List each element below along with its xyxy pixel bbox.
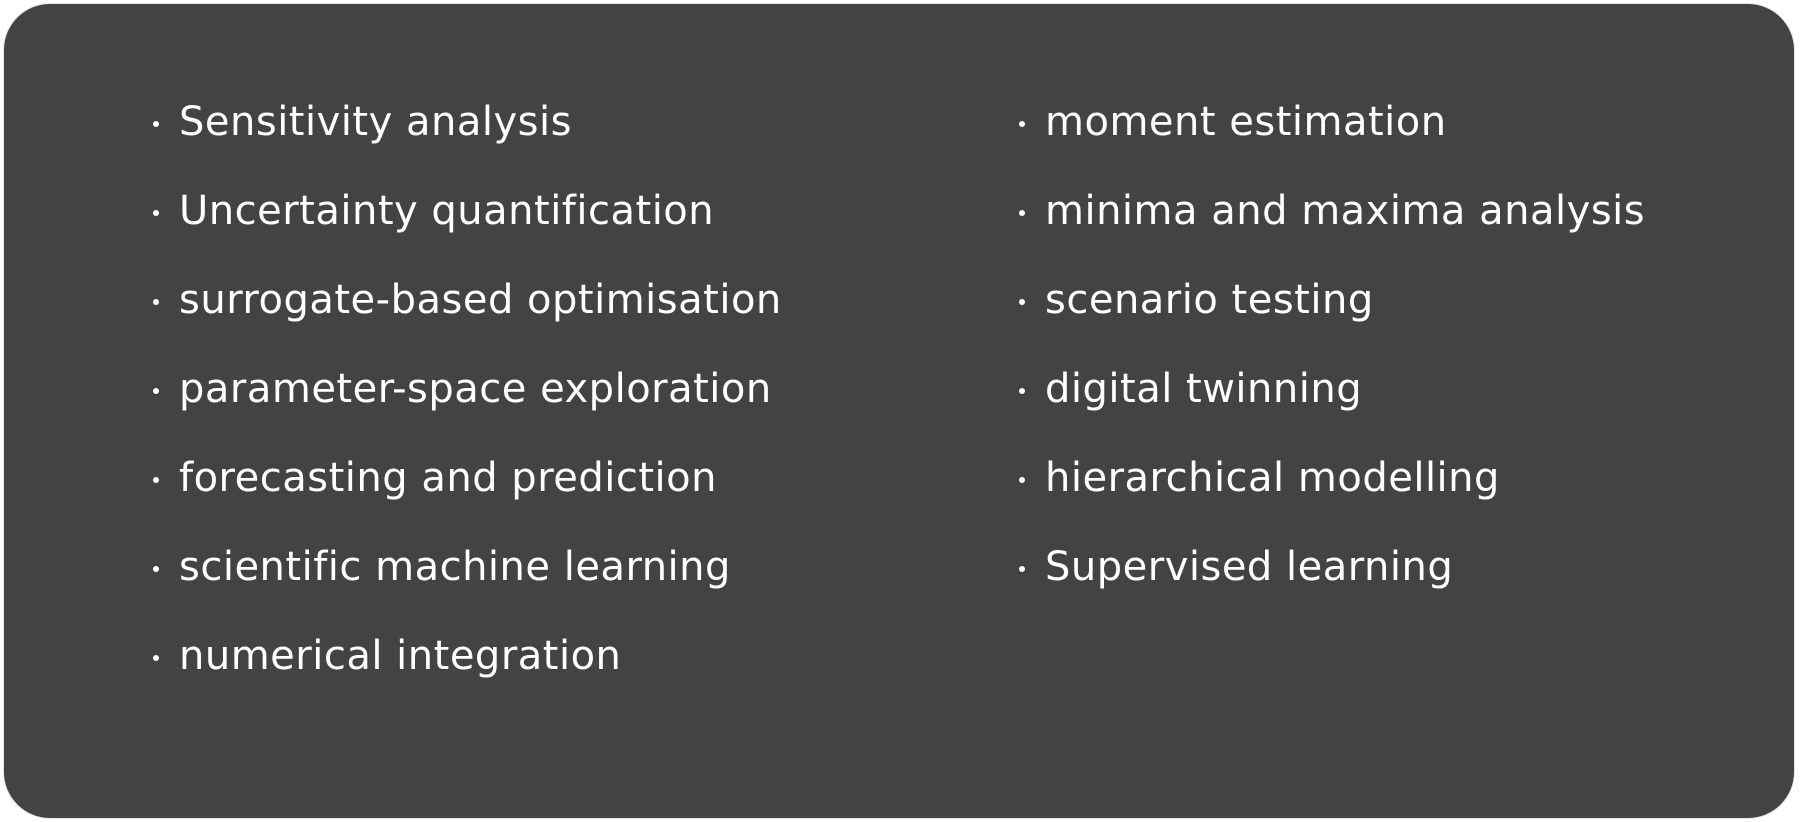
- list-item: scientific machine learning: [153, 541, 782, 630]
- list-item-label: digital twinning: [1045, 366, 1363, 412]
- bullet-icon: [1019, 299, 1025, 305]
- bullet-icon: [1019, 388, 1025, 394]
- list-item: Supervised learning: [1019, 541, 1645, 630]
- bullet-icon: [1019, 210, 1025, 216]
- list-item-label: Uncertainty quantification: [179, 188, 715, 234]
- list-item-label: parameter-space exploration: [179, 366, 772, 412]
- bullet-icon: [153, 210, 159, 216]
- list-item: surrogate-based optimisation: [153, 274, 782, 363]
- bullet-icon: [1019, 121, 1025, 127]
- list-item: minima and maxima analysis: [1019, 185, 1645, 274]
- bullet-icon: [153, 299, 159, 305]
- list-item: Sensitivity analysis: [153, 96, 782, 185]
- list-item: moment estimation: [1019, 96, 1645, 185]
- bullet-icon: [153, 477, 159, 483]
- list-item: scenario testing: [1019, 274, 1645, 363]
- bullet-icon: [1019, 566, 1025, 572]
- right-bullet-list: moment estimation minima and maxima anal…: [1019, 96, 1645, 630]
- list-item: parameter-space exploration: [153, 363, 782, 452]
- list-item-label: minima and maxima analysis: [1045, 188, 1646, 234]
- applications-card: Sensitivity analysis Uncertainty quantif…: [4, 4, 1794, 818]
- list-item-label: scientific machine learning: [179, 544, 731, 590]
- list-item-label: Sensitivity analysis: [179, 99, 572, 145]
- bullet-icon: [153, 655, 159, 661]
- bullet-icon: [153, 388, 159, 394]
- bullet-icon: [1019, 477, 1025, 483]
- list-item-label: hierarchical modelling: [1045, 455, 1500, 501]
- bullet-icon: [153, 121, 159, 127]
- list-item: numerical integration: [153, 630, 782, 719]
- bullet-icon: [153, 566, 159, 572]
- list-item: hierarchical modelling: [1019, 452, 1645, 541]
- list-item-label: forecasting and prediction: [179, 455, 717, 501]
- list-item-label: moment estimation: [1045, 99, 1447, 145]
- list-item-label: Supervised learning: [1045, 544, 1454, 590]
- list-item: digital twinning: [1019, 363, 1645, 452]
- left-bullet-list: Sensitivity analysis Uncertainty quantif…: [153, 96, 782, 719]
- list-item-label: scenario testing: [1045, 277, 1374, 323]
- list-item-label: surrogate-based optimisation: [179, 277, 782, 323]
- list-item-label: numerical integration: [179, 633, 622, 679]
- list-item: Uncertainty quantification: [153, 185, 782, 274]
- list-item: forecasting and prediction: [153, 452, 782, 541]
